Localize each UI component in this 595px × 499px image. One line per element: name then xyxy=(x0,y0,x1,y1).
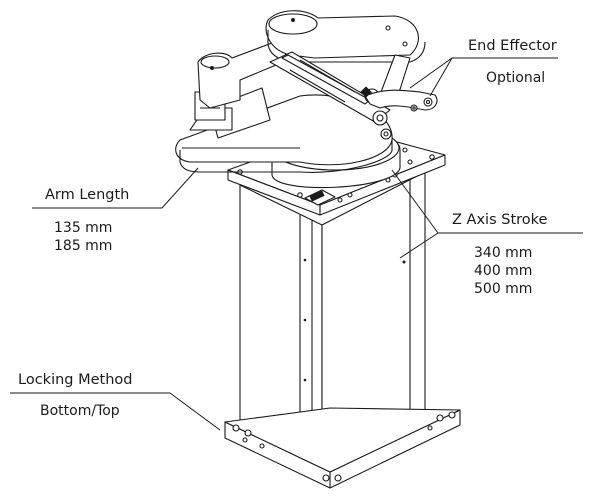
locking-method-title: Locking Method xyxy=(18,372,133,388)
arm-length-value-2: 185 mm xyxy=(54,238,113,254)
left-link xyxy=(197,39,289,109)
column xyxy=(239,171,426,471)
end-effector-value: Optional xyxy=(486,70,546,86)
z-axis-stroke-value-2: 400 mm xyxy=(474,263,533,279)
base-plate xyxy=(224,407,461,489)
z-axis-stroke-value-3: 500 mm xyxy=(474,281,533,297)
end-effector-title: End Effector xyxy=(468,38,557,54)
end-effector xyxy=(360,86,438,112)
arm-length-title: Arm Length xyxy=(45,187,130,203)
locking-method-value: Bottom/Top xyxy=(40,403,120,419)
arm-length-value-1: 135 mm xyxy=(54,220,113,236)
leader-lines xyxy=(10,57,583,431)
upper-arm xyxy=(265,10,426,106)
z-axis-stroke-title: Z Axis Stroke xyxy=(452,212,548,228)
z-axis-stroke-value-1: 340 mm xyxy=(474,245,533,261)
